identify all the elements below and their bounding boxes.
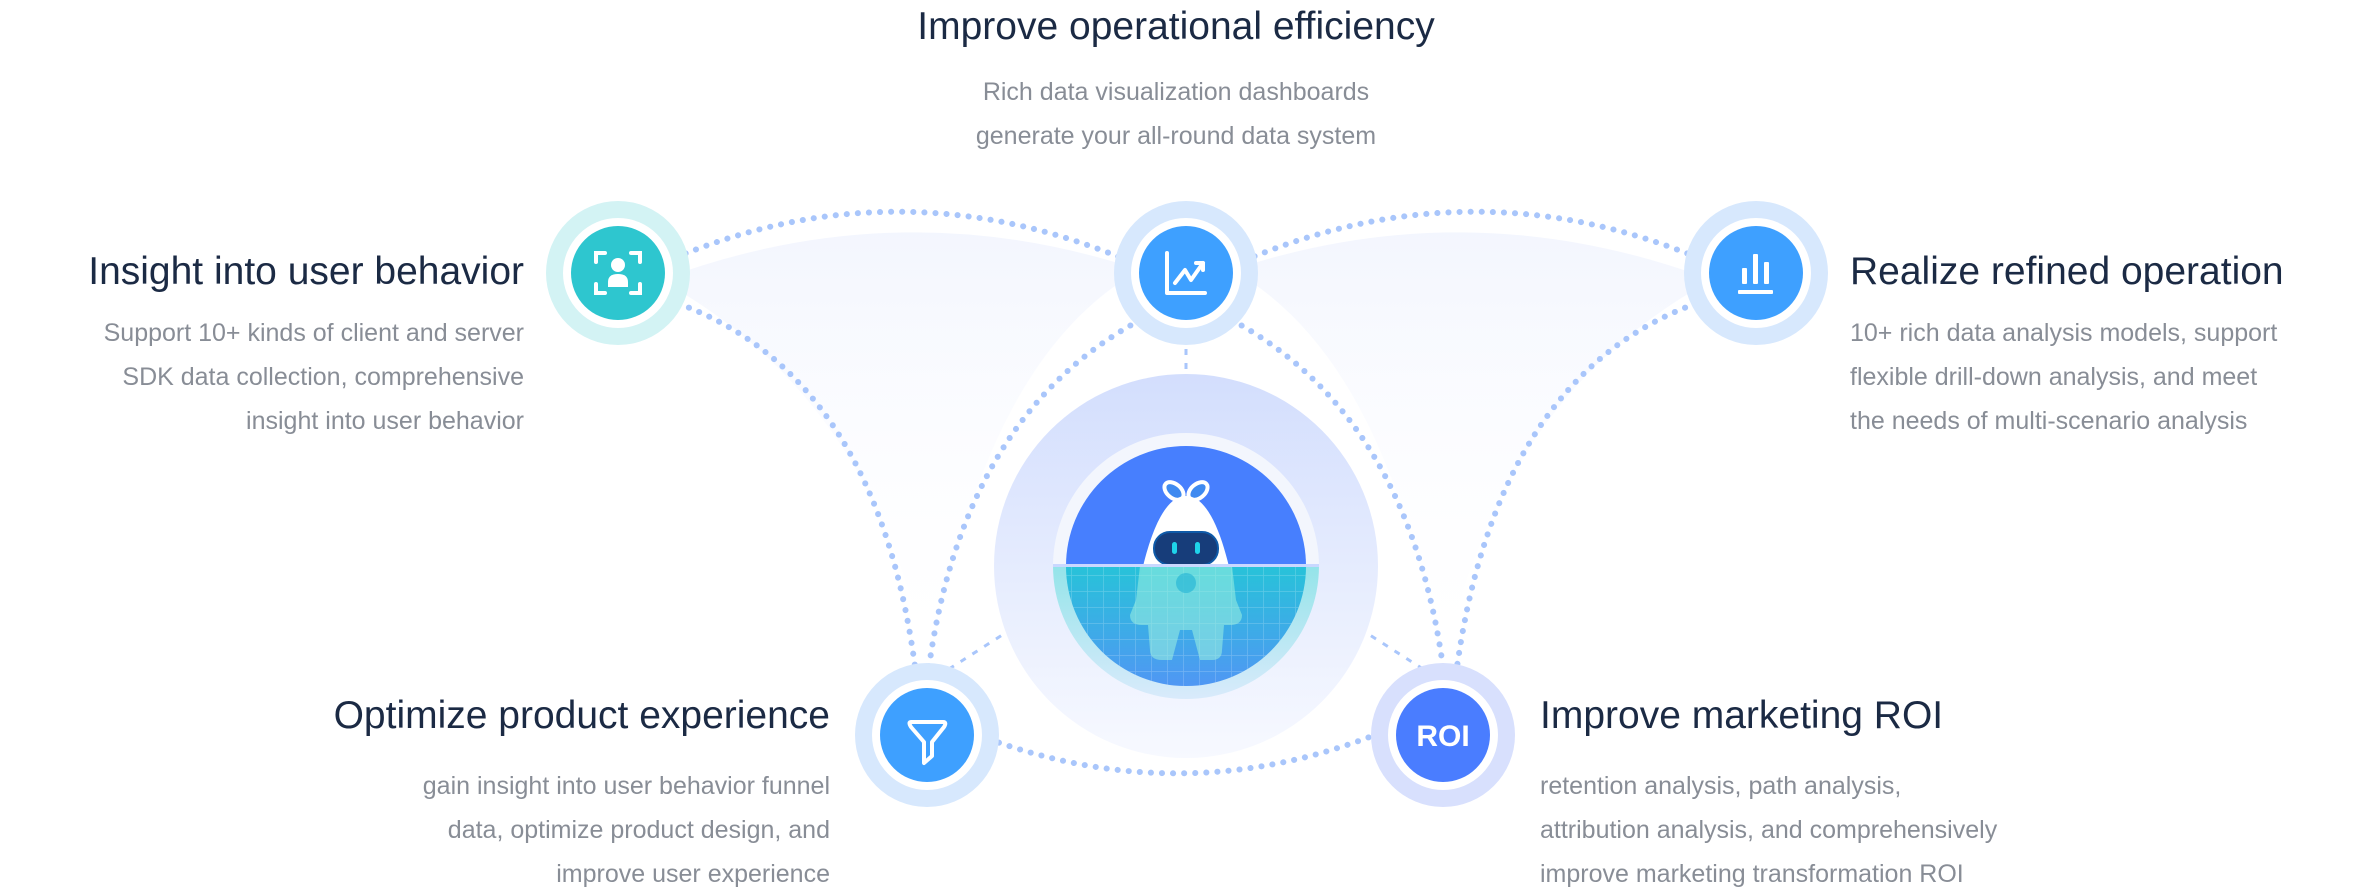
fan-fill-left	[660, 232, 1140, 680]
connector-center-roi	[1311, 596, 1438, 680]
node-user-behavior[interactable]	[546, 201, 690, 345]
roi-icon: ROI	[1416, 720, 1469, 753]
bar-chart-icon	[1738, 254, 1773, 294]
node-marketing-roi[interactable]: ROI	[1371, 663, 1515, 807]
node-refined-operation[interactable]	[1684, 201, 1828, 345]
efficiency-desc: Rich data visualization dashboards gener…	[876, 70, 1476, 158]
connector-user-funnel	[665, 297, 920, 685]
funnel-icon	[907, 720, 948, 765]
marketing-roi-desc-line: improve marketing transformation ROI	[1540, 860, 1964, 888]
connector-top-refined	[1231, 208, 1711, 268]
connector-top-roi	[1219, 312, 1448, 685]
user-behavior-desc: Support 10+ kinds of client and server S…	[104, 311, 524, 443]
product-experience-desc: gain insight into user behavior funnel d…	[423, 764, 830, 896]
product-experience-title: Optimize product experience	[333, 694, 830, 737]
refined-operation-desc-line: 10+ rich data analysis models, support	[1850, 319, 2278, 347]
refined-operation-desc-line: the needs of multi-scenario analysis	[1850, 407, 2248, 435]
node-product-experience[interactable]	[855, 663, 999, 807]
marketing-roi-desc: retention analysis, path analysis, attri…	[1540, 764, 1997, 896]
efficiency-desc-line: generate your all-round data system	[975, 122, 1377, 150]
connector-user-top	[662, 208, 1141, 268]
refined-operation-desc: 10+ rich data analysis models, support f…	[1850, 311, 2277, 443]
efficiency-desc-line: Rich data visualization dashboards	[982, 78, 1370, 106]
product-experience-desc-line: improve user experience	[556, 860, 830, 888]
marketing-roi-title: Improve marketing ROI	[1540, 694, 1944, 737]
user-behavior-title: Insight into user behavior	[88, 250, 524, 293]
refined-operation-desc-line: flexible drill-down analysis, and meet	[1850, 363, 2258, 391]
marketing-roi-desc-line: attribution analysis, and comprehensivel…	[1540, 816, 1998, 844]
refined-operation-title: Realize refined operation	[1850, 250, 2284, 293]
connector-center-funnel	[934, 596, 1061, 680]
user-behavior-desc-line: SDK data collection, comprehensive	[122, 363, 524, 391]
product-experience-desc-line: gain insight into user behavior funnel	[422, 772, 830, 800]
efficiency-title: Improve operational efficiency	[917, 5, 1435, 48]
connector-funnel-roi	[975, 725, 1395, 777]
node-operational-efficiency[interactable]	[1114, 201, 1258, 345]
product-experience-desc-line: data, optimize product design, and	[447, 816, 830, 844]
user-scan-icon	[594, 251, 642, 295]
center-robot-illustration	[994, 374, 1378, 758]
user-behavior-desc-line: insight into user behavior	[246, 407, 524, 435]
user-behavior-desc-line: Support 10+ kinds of client and server	[103, 319, 524, 347]
line-chart-icon	[1165, 251, 1207, 295]
connector-top-funnel	[924, 312, 1153, 685]
fan-fill-right	[1232, 232, 1712, 680]
connector-refined-roi	[1452, 297, 1709, 685]
marketing-roi-desc-line: retention analysis, path analysis,	[1540, 772, 1902, 800]
